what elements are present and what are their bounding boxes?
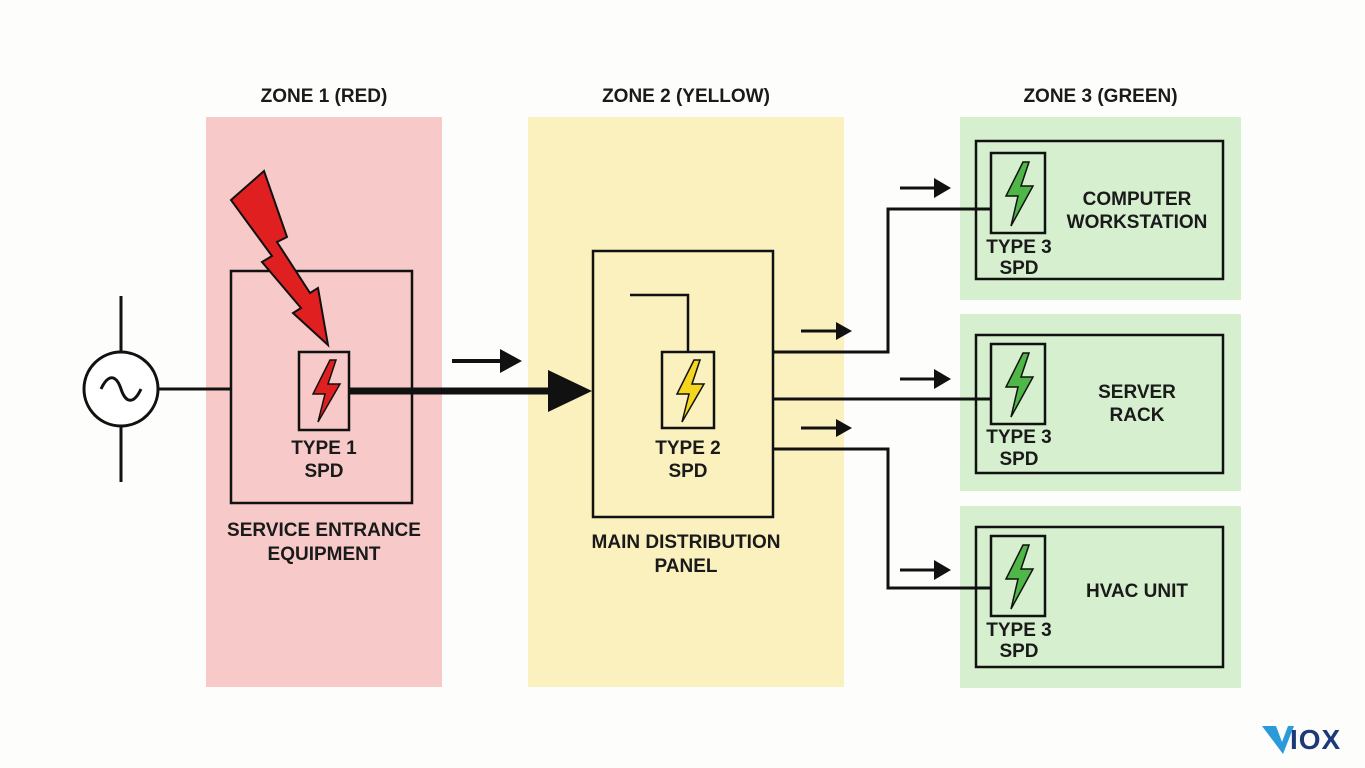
type3-bolt-icon-3 xyxy=(1004,544,1035,610)
zone-1-title: ZONE 1 (RED) xyxy=(260,86,388,107)
device-1-spd-line1: TYPE 3 xyxy=(986,237,1052,258)
device-2-name-line2: RACK xyxy=(1109,405,1165,426)
type3-bolt-icon-1 xyxy=(1004,161,1035,227)
service-entrance-box xyxy=(229,269,414,505)
feeder-arrowhead xyxy=(548,370,592,412)
ac-source-symbol xyxy=(82,296,231,482)
type3-spd-box-2 xyxy=(989,342,1047,426)
type2-spd-label-line2: SPD xyxy=(668,461,708,482)
device-3-spd-line2: SPD xyxy=(999,641,1039,662)
type2-spd-box xyxy=(660,350,716,430)
device-2-spd-line1: TYPE 3 xyxy=(986,427,1052,448)
main-panel-box xyxy=(591,249,775,519)
type2-spd-label-line1: TYPE 2 xyxy=(655,438,721,459)
type3-spd-box-1 xyxy=(989,151,1047,235)
logo-v-icon xyxy=(1262,726,1294,754)
zone-2-background xyxy=(528,117,844,687)
branch-circuits xyxy=(773,207,992,590)
panel-ground-wire xyxy=(630,293,690,352)
service-entrance-caption-line1: SERVICE ENTRANCE xyxy=(227,520,421,541)
device-3-name-line1: HVAC UNIT xyxy=(1085,581,1189,602)
type1-spd-label-line2: SPD xyxy=(304,461,344,482)
main-panel-caption-line1: MAIN DISTRIBUTION xyxy=(591,532,781,553)
type3-spd-box-3 xyxy=(989,534,1047,618)
main-panel-caption-line2: PANEL xyxy=(654,556,718,577)
type1-spd-label-line1: TYPE 1 xyxy=(291,438,357,459)
device-1-name-line1: COMPUTER xyxy=(1082,189,1192,210)
device-1-name-line2: WORKSTATION xyxy=(1066,212,1208,233)
zone-3-title: ZONE 3 (GREEN) xyxy=(1023,86,1178,107)
device-2-name-line1: SERVER xyxy=(1098,382,1176,403)
device-1-spd-line2: SPD xyxy=(999,258,1039,279)
type1-bolt-icon xyxy=(311,359,342,423)
viox-logo-text: IOX xyxy=(1290,724,1342,755)
zone-3-background-1 xyxy=(960,117,1241,300)
device-box-workstation xyxy=(974,139,1225,281)
type2-bolt-icon xyxy=(675,359,706,423)
device-box-hvac xyxy=(974,525,1225,669)
zone-2-title: ZONE 2 (YELLOW) xyxy=(602,86,770,107)
flow-arrow-1-head xyxy=(500,349,522,373)
type3-bolt-icon-2 xyxy=(1004,352,1035,418)
device-box-server-rack xyxy=(974,333,1225,475)
branch-flow-arrows xyxy=(801,178,951,580)
device-2-spd-line2: SPD xyxy=(999,449,1039,470)
lightning-strike-icon xyxy=(229,169,330,348)
service-entrance-caption-line2: EQUIPMENT xyxy=(267,544,381,565)
device-3-spd-line1: TYPE 3 xyxy=(986,620,1052,641)
